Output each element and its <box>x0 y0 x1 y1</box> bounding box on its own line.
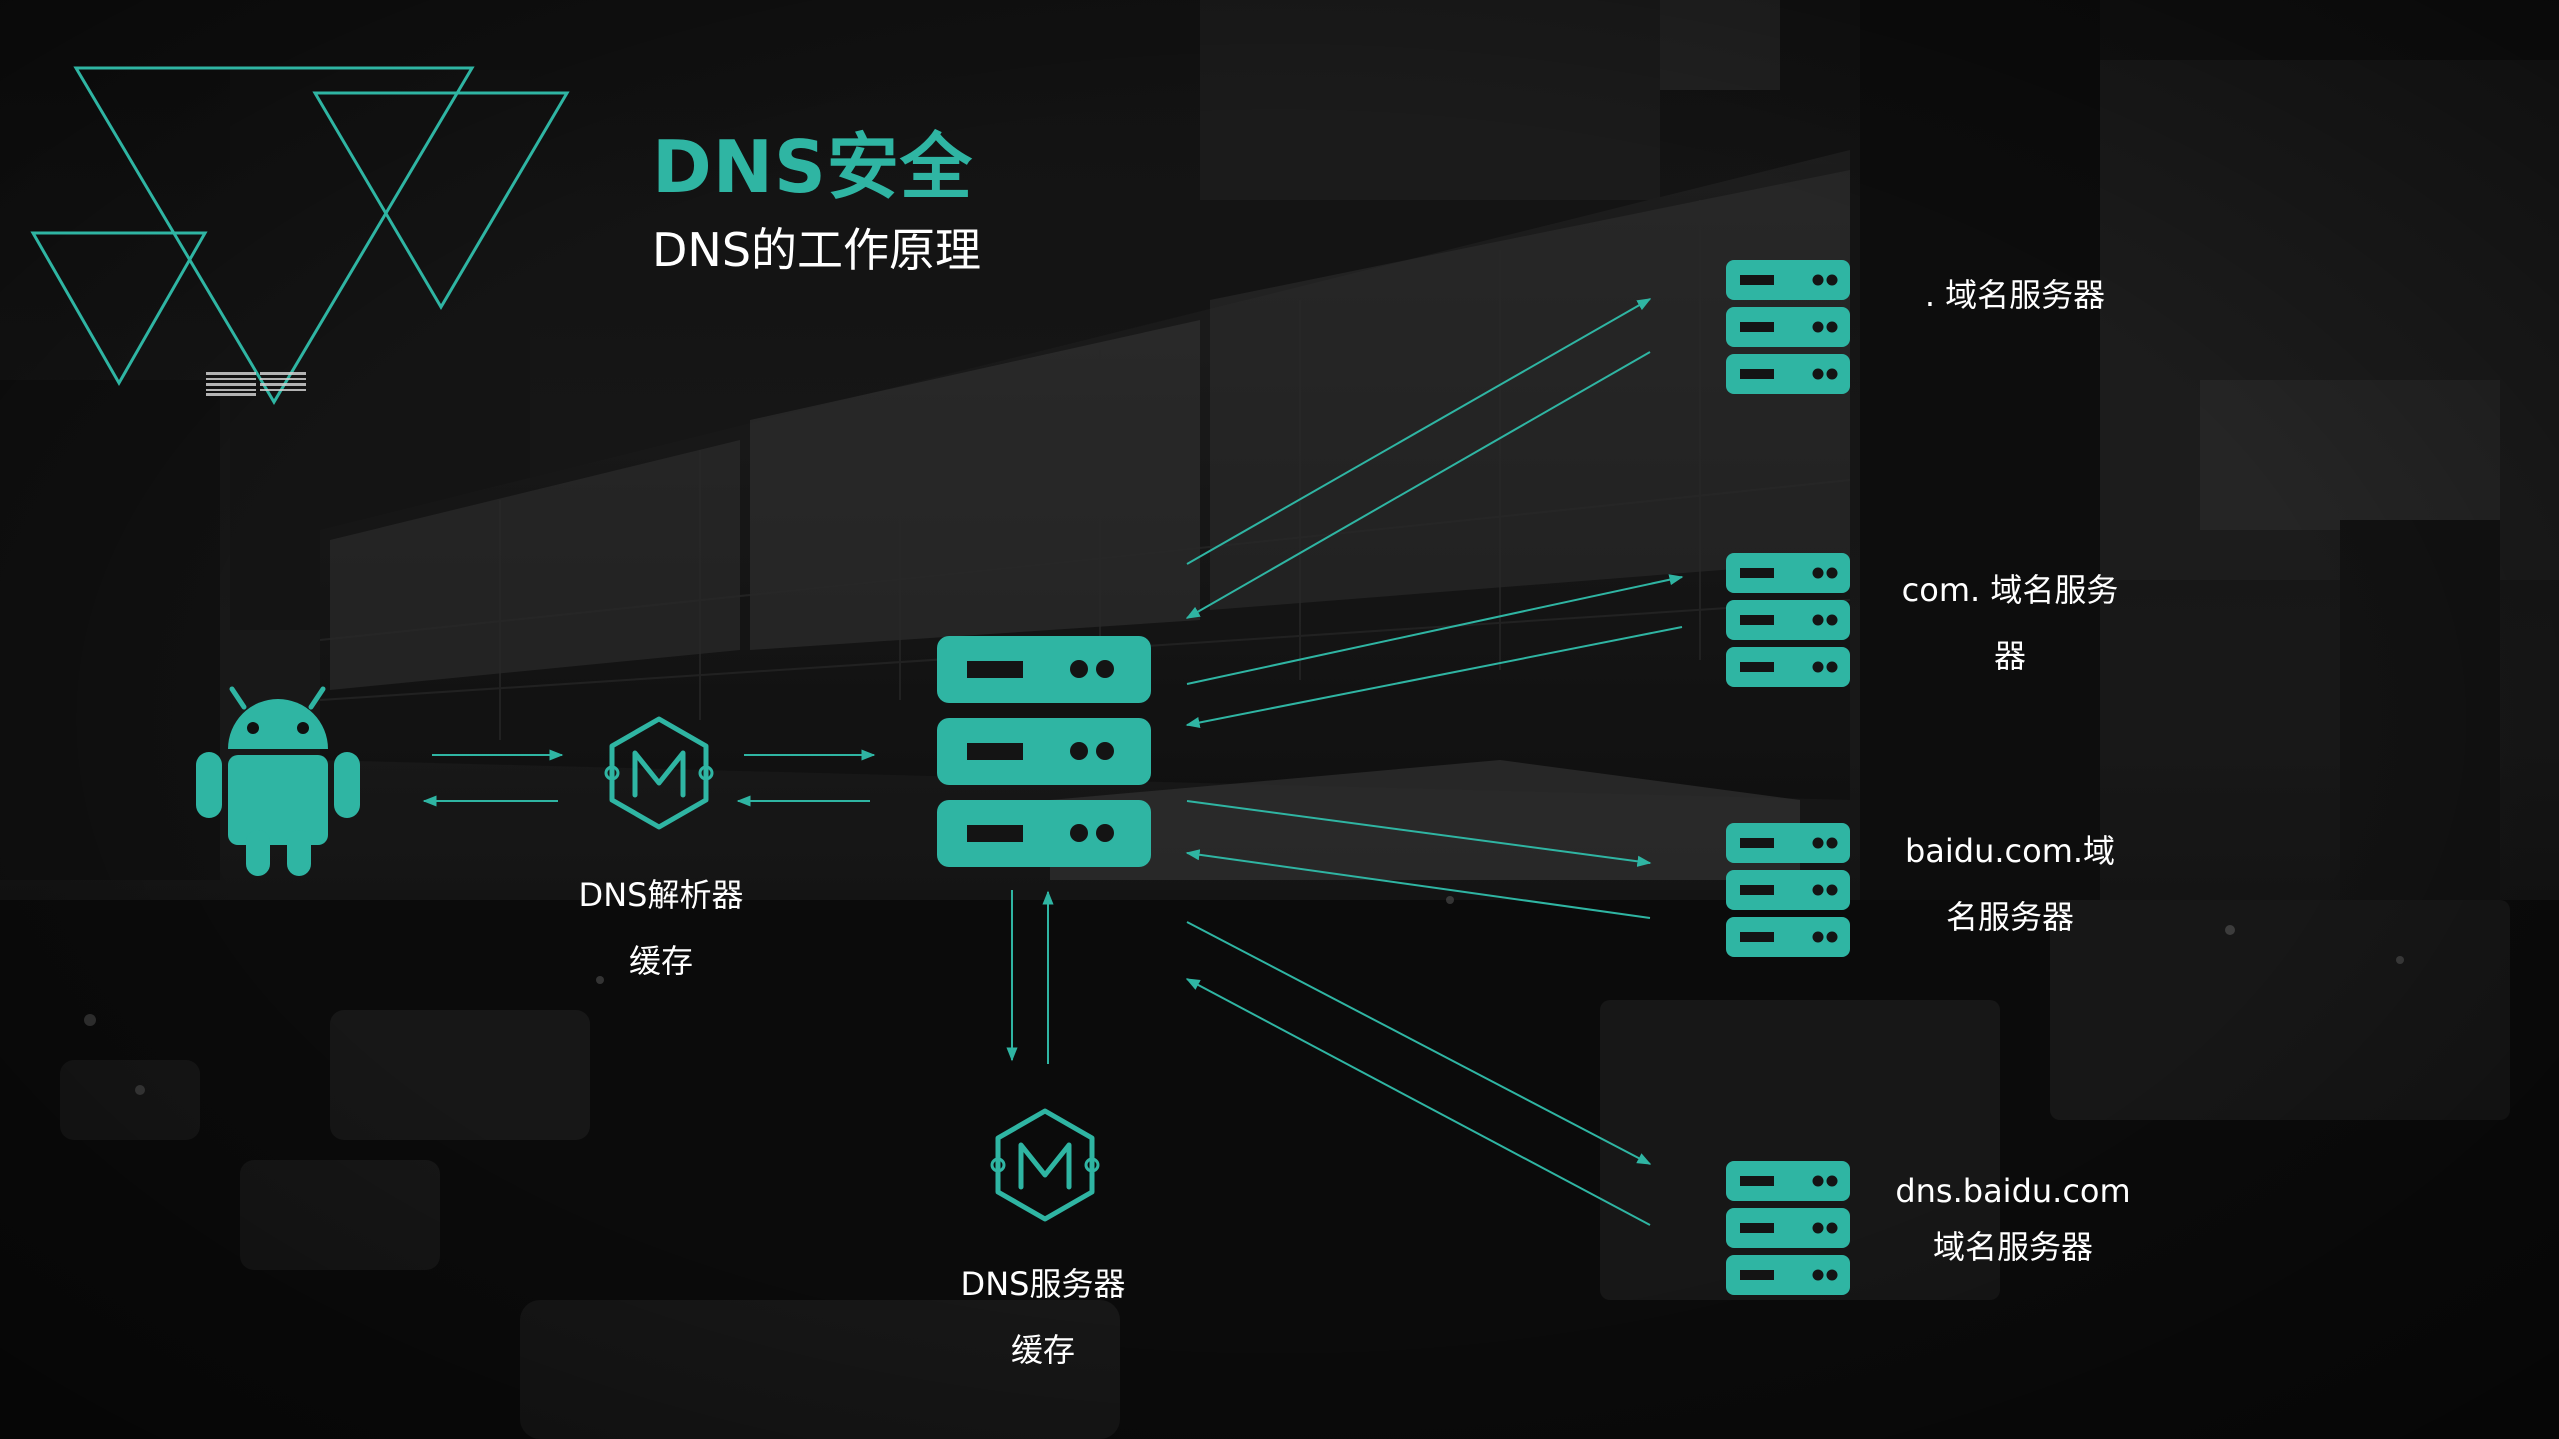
memcache-hexagon-icon <box>992 1111 1098 1219</box>
dns-server-cache-label-line1: DNS服务器 <box>960 1265 1126 1303</box>
server-rack-icon <box>1726 260 1850 394</box>
baidu-server-label: baidu.com.域 名服务器 <box>1905 818 2115 950</box>
resolver-label-line1: DNS解析器 <box>578 876 744 914</box>
resolver-label-line2: 缓存 <box>628 942 693 980</box>
server-rack-icon <box>937 636 1151 867</box>
android-icon <box>196 686 360 876</box>
resolver-label: DNS解析器 缓存 <box>579 862 744 994</box>
baidu-server-label-line1: baidu.com.域 <box>1904 832 2116 870</box>
baidu-server-label-line2: 名服务器 <box>1945 898 2075 936</box>
memcache-hexagon-icon <box>606 719 712 827</box>
slide-subtitle: DNS的工作原理 <box>652 223 982 277</box>
dns-baidu-server-label-line2: 域名服务器 <box>1932 1228 2094 1266</box>
root-server-label-line1: . 域名服务器 <box>1924 276 2106 314</box>
com-server-label-line1: com. 域名服务 <box>1901 571 2119 609</box>
root-server-label: . 域名服务器 <box>1925 262 2105 328</box>
decorative-barcode <box>206 372 306 396</box>
decorative-triangles <box>30 66 570 405</box>
com-server-label: com. 域名服务 器 <box>1902 557 2119 689</box>
slide-title: DNS安全 <box>652 125 973 209</box>
dns-baidu-server-label: dns.baidu.com 域名服务器 <box>1895 1163 2130 1275</box>
dns-baidu-server-label-line1: dns.baidu.com <box>1895 1172 2131 1210</box>
server-rack-icon <box>1726 823 1850 957</box>
dns-server-cache-label: DNS服务器 缓存 <box>961 1251 1126 1383</box>
server-rack-icon <box>1726 553 1850 687</box>
server-rack-icon <box>1726 1161 1850 1295</box>
com-server-label-line2: 器 <box>1993 637 2027 675</box>
connection-arrows <box>422 298 1684 1226</box>
dns-server-cache-label-line2: 缓存 <box>1010 1331 1075 1369</box>
